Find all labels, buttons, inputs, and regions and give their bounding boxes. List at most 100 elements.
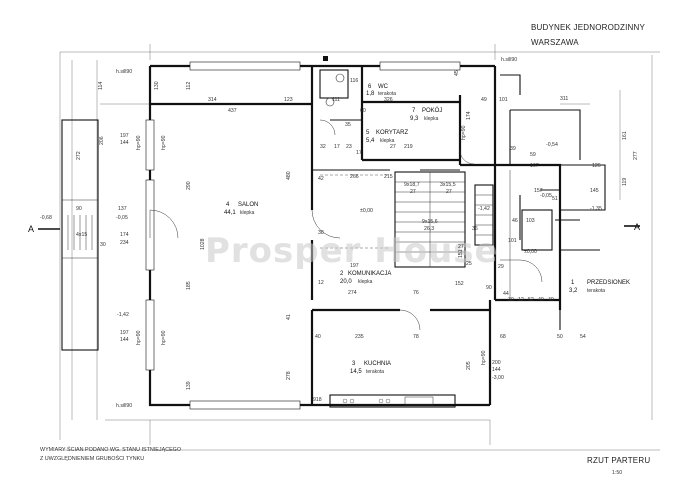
room-name: WC — [378, 84, 389, 90]
level-mark: ±0,00 — [360, 208, 373, 214]
dim-label: 76 — [413, 290, 419, 296]
staircase — [320, 171, 494, 268]
dim-label: 197 — [350, 263, 359, 269]
section-marks: A A — [28, 222, 640, 234]
dim-label: 41 — [286, 314, 292, 320]
dim-label: 40 — [315, 334, 321, 340]
dim-label: 326 — [384, 97, 393, 103]
dim-label: 144 — [492, 367, 501, 373]
room-area: 5,4 — [366, 138, 375, 144]
level-mark: -3,00 — [492, 375, 504, 381]
opening-tag: h.sill90 — [116, 69, 132, 75]
opening-tag: hp=90 — [461, 125, 467, 140]
dim-label: 235 — [355, 334, 364, 340]
dim-label: 314 — [208, 97, 217, 103]
room-number: 7 — [412, 108, 416, 114]
room-komunikacja: 2 KOMUNIKACJA 20,0 klepka — [340, 271, 391, 285]
room-floor: klepka — [424, 116, 439, 122]
dim-label: 27 — [458, 244, 464, 250]
dim-label: 49 — [481, 97, 487, 103]
level-mark: -1,35 — [590, 206, 602, 212]
dim-label: 39 — [510, 146, 516, 152]
dim-label: 119 — [622, 178, 628, 186]
dim-label: 480 — [286, 171, 292, 180]
plan-title: RZUT PARTERU — [587, 456, 650, 465]
dim-label: 197 — [120, 330, 129, 336]
stair-label: 27 — [410, 189, 416, 195]
watermark: Prosper House — [205, 231, 499, 271]
dim-label: 114 — [98, 82, 104, 90]
dim-label: 145 — [590, 188, 599, 194]
opening-tags: hp=90 hp=90 hp=90 hp=90 hp=90 hp=90 h.si… — [116, 57, 517, 409]
dim-label: 4x15 — [76, 232, 87, 238]
stair-label: 9x18,7 — [404, 182, 420, 188]
dim-label: 234 — [120, 240, 129, 246]
room-floor: klepka — [380, 138, 395, 144]
stair-label: 3x15,5 — [440, 182, 456, 188]
room-wc: 6 WC 1,8 terakota — [366, 84, 396, 97]
dim-label: 167 — [530, 163, 539, 169]
dim-label: 112 — [186, 82, 192, 90]
room-name: KORYTARZ — [376, 130, 408, 136]
dim-label: 174 — [466, 111, 472, 120]
room-name: PRZEDSIONEK — [587, 280, 630, 286]
dim-label: 157 — [534, 188, 543, 194]
dim-label: 17 — [356, 150, 362, 156]
dim-label: 278 — [286, 371, 292, 380]
doors — [149, 119, 543, 331]
dim-label: 45 — [454, 70, 460, 76]
dim-label: 200 — [492, 360, 501, 366]
level-mark: ±0,00 — [524, 249, 537, 255]
level-mark: -0,05 — [540, 193, 552, 199]
dim-label: 42 — [318, 176, 324, 182]
room-area: 14,5 — [350, 369, 362, 375]
room-name: KOMUNIKACJA — [348, 271, 391, 277]
room-number: 6 — [368, 84, 372, 90]
room-area: 44,1 — [224, 210, 236, 216]
room-number: 4 — [226, 202, 230, 208]
room-area: 20,0 — [340, 279, 352, 285]
room-area: 3,2 — [569, 288, 578, 294]
building-title: BUDYNEK JEDNORODZINNY — [531, 23, 645, 32]
terrace-left — [61, 119, 99, 351]
room-salon: 4 SALON 44,1 klepka — [224, 202, 258, 216]
dim-label: 437 — [228, 108, 237, 114]
kitchen-counter — [329, 394, 456, 408]
dim-label: 90 — [76, 206, 82, 212]
dim-label: 277 — [633, 151, 639, 160]
dim-label: 36 — [472, 226, 478, 232]
dim-label: 44 — [503, 291, 509, 297]
dim-label: 46 — [512, 218, 518, 224]
dim-label: 123 — [284, 97, 293, 103]
dim-label: 101 — [499, 97, 508, 103]
opening-tag: hp=90 — [136, 135, 142, 150]
level-mark: -1,42 — [478, 206, 490, 212]
section-mark-right: A — [634, 222, 640, 232]
dim-label: 68 — [500, 334, 506, 340]
stair-labels: 9x18,7 27 3x15,5 27 9x15,6 26,3 — [404, 182, 456, 232]
stair-label: 26,3 — [424, 226, 434, 232]
opening-tag: h.sill90 — [501, 57, 517, 63]
level-mark: -1,42 — [117, 312, 129, 318]
level-mark: -0,68 — [40, 215, 52, 221]
dim-label: 1028 — [200, 238, 206, 250]
room-floor: klepka — [358, 279, 373, 285]
dimension-labels: 114 272 206 90 137 4x15 30 174 234 197 1… — [76, 70, 639, 403]
opening-tag: h.sill90 — [116, 403, 132, 409]
room-area: 9,3 — [410, 116, 419, 122]
dim-label: 111 — [332, 97, 340, 103]
room-przedsionek: 1 PRZEDSIONEK 3,2 terakota — [569, 280, 630, 294]
dim-label: 78 — [413, 334, 419, 340]
level-mark: -0,05 — [116, 215, 128, 221]
dim-label: 50 — [557, 334, 563, 340]
plan-scale: 1:50 — [612, 470, 622, 476]
section-mark-left: A — [28, 224, 34, 234]
dim-label: 59 — [530, 152, 536, 158]
dim-label: 23 — [346, 144, 352, 150]
level-marks: ±0,00 -0,05 -0,68 -1,42 -1,42 -0,54 -1,3… — [40, 142, 602, 381]
stair-label: 9x15,6 — [422, 219, 438, 225]
dim-label: 54 — [580, 334, 586, 340]
dim-label: 29 — [498, 264, 504, 270]
footnote-line2: Z UWZGLĘDNIENIEM GRUBOŚCI TYNKU — [40, 454, 144, 462]
